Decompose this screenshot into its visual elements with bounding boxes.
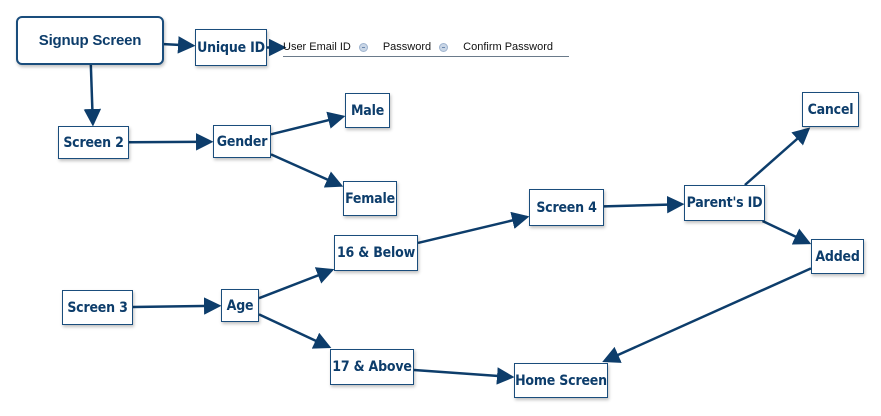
node-label: Gender [216, 133, 268, 150]
arrow-above17-to-home [413, 367, 515, 385]
arrow-gender-to-female [270, 153, 344, 188]
age-node[interactable]: Age [221, 289, 259, 322]
17-and-above-node[interactable]: 17 & Above [330, 349, 414, 385]
arrow-signup-to-unique_id [163, 36, 196, 54]
added-node[interactable]: Added [811, 239, 864, 274]
minus-circle-icon [439, 42, 449, 52]
arrow-below16-to-screen4 [417, 211, 530, 245]
node-label: Parent's ID [686, 195, 763, 211]
node-label: Screen 3 [67, 299, 128, 316]
node-label: Female [345, 190, 395, 207]
node-label: Age [226, 297, 254, 314]
email-field-label: User Email ID [283, 41, 351, 53]
arrow-added-to-home [602, 267, 812, 363]
node-label: Screen 2 [63, 134, 124, 151]
node-label: Added [815, 248, 860, 265]
female-node[interactable]: Female [343, 181, 397, 216]
arrow-gender-to-male [270, 111, 346, 136]
arrow-screen4-to-parents_id [603, 195, 685, 214]
node-label: Unique ID [197, 39, 265, 56]
confirm-password-field-label: Confirm Password [463, 41, 553, 53]
arrow-parents_id-to-cancel [744, 127, 811, 186]
gender-node[interactable]: Gender [213, 125, 271, 158]
unique-id-node[interactable]: Unique ID [195, 29, 267, 66]
node-label: Screen 4 [536, 199, 597, 216]
minus-circle-icon [358, 42, 368, 52]
node-label: Male [350, 102, 385, 119]
node-label: Signup Screen [38, 32, 142, 49]
16-and-below-node[interactable]: 16 & Below [334, 235, 418, 271]
male-node[interactable]: Male [345, 93, 390, 128]
node-label: 16 & Below [336, 245, 416, 261]
arrow-screen3-to-age [132, 297, 222, 315]
node-label: Home Screen [515, 372, 607, 389]
screen-4-node[interactable]: Screen 4 [529, 189, 604, 226]
home-screen-node[interactable]: Home Screen [514, 363, 608, 398]
arrow-parents_id-to-added [761, 219, 812, 245]
parents-id-node[interactable]: Parent's ID [684, 185, 765, 221]
credentials-fields-row: User Email ID Password Confirm Password [283, 38, 569, 57]
node-label: 17 & Above [332, 359, 412, 375]
screen-3-node[interactable]: Screen 3 [62, 290, 133, 325]
node-label: Cancel [807, 101, 854, 118]
password-field-label: Password [382, 41, 432, 53]
cancel-node[interactable]: Cancel [802, 92, 859, 127]
arrow-signup-to-screen2 [83, 64, 102, 127]
arrow-age-to-above17 [258, 313, 332, 349]
signup-screen-node[interactable]: Signup Screen [16, 16, 164, 65]
screen-2-node[interactable]: Screen 2 [58, 126, 129, 159]
arrow-screen2-to-gender [128, 133, 214, 151]
arrow-age-to-below16 [258, 267, 335, 300]
